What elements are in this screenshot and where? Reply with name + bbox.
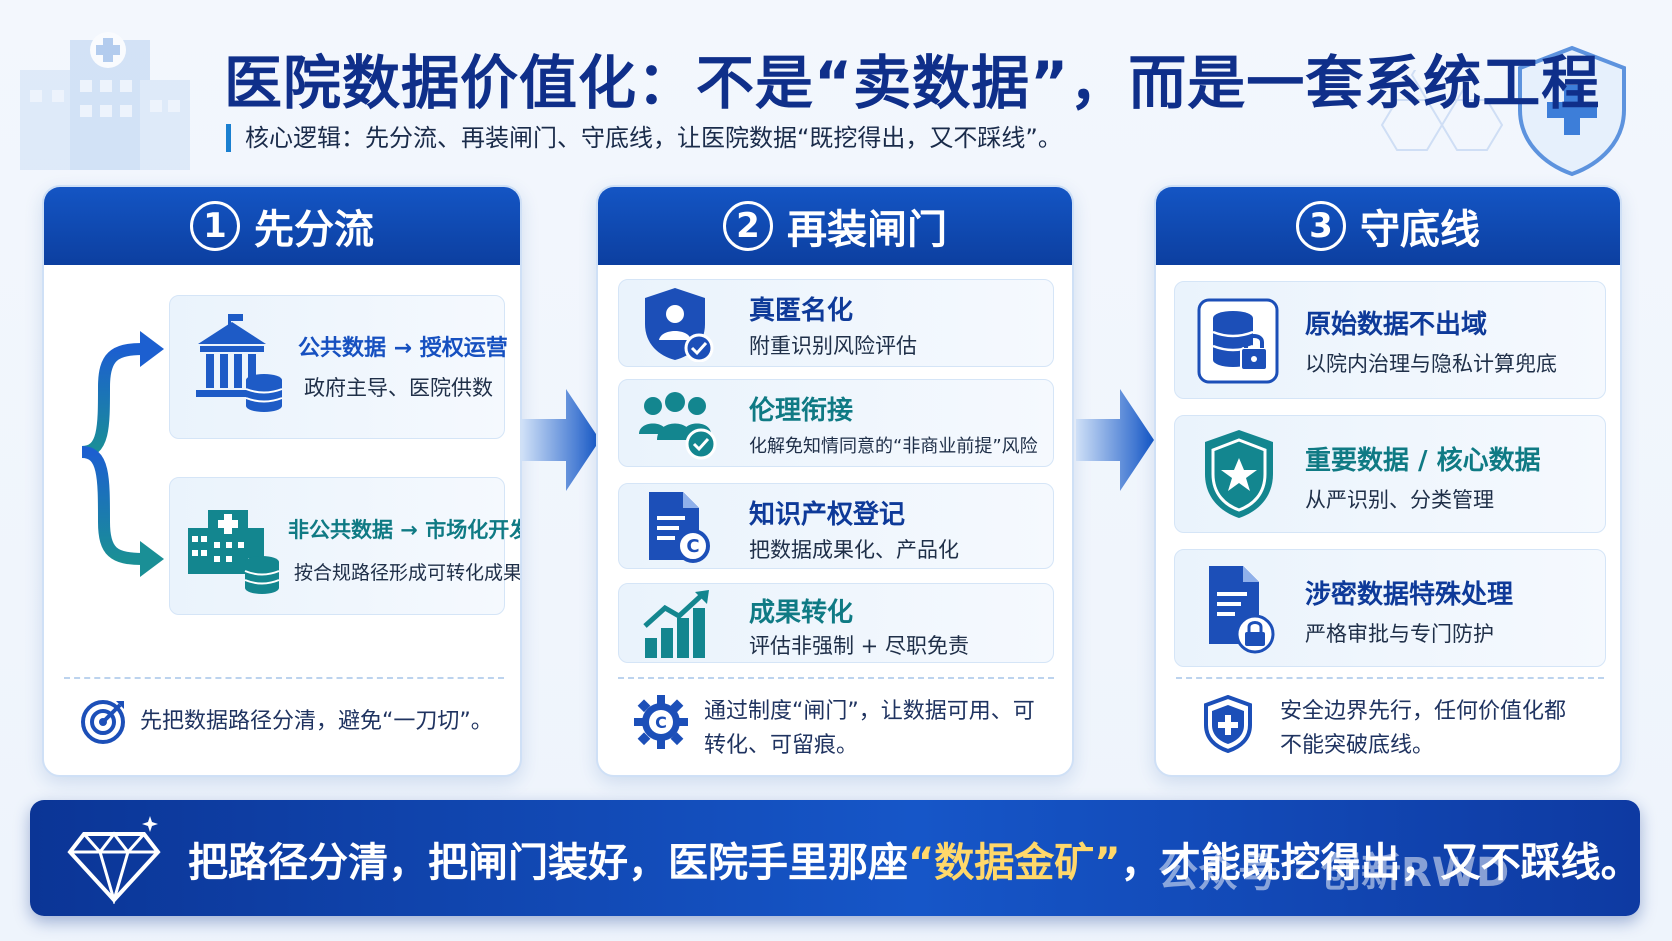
page-title: 医院数据价值化：不是“卖数据”，而是一套系统工程: [224, 49, 1601, 117]
panel-header: 2 再装闸门: [598, 187, 1072, 265]
panel-title: 守底线: [1360, 207, 1480, 253]
card-raw-data-domain: 原始数据不出域 以院内治理与隐私计算兜底: [1174, 281, 1606, 399]
branch-arrows-icon: [81, 331, 164, 577]
conclusion-part1: 把路径分清，把闸门装好，医院手里那座: [188, 840, 908, 886]
card-subtitle: 严格审批与专门防护: [1305, 622, 1494, 646]
card-subtitle: 把数据成果化、产品化: [749, 538, 959, 562]
card-subtitle: 政府主导、医院供数: [304, 376, 493, 400]
card-title: 重要数据 / 核心数据: [1305, 446, 1541, 476]
divider: [618, 677, 1054, 679]
card-ethics: 伦理衔接 化解免知情同意的“非商业前提”风险: [618, 379, 1054, 467]
flow-arrow-icon: [522, 389, 600, 491]
hospital-building-decoration: [20, 32, 190, 170]
medical-shield-icon: [1518, 45, 1626, 177]
card-subtitle: 评估非强制 + 尽职免责: [749, 634, 969, 658]
page-subtitle: 核心逻辑：先分流、再装闸门、守底线，让医院数据“既挖得出，又不踩线”。: [226, 124, 1062, 152]
watermark: 公众号 · 创新RWD: [1158, 850, 1510, 896]
star-shield-icon: [1205, 430, 1273, 518]
card-title: 成果转化: [749, 598, 854, 628]
card-title: 公共数据 → 授权运营: [298, 336, 508, 361]
growth-chart-icon: [643, 590, 709, 658]
database-lock-icon: [1197, 298, 1279, 384]
diamond-icon: [67, 816, 161, 904]
card-title: 原始数据不出域: [1305, 310, 1488, 340]
hexagon-network-decoration: [1380, 70, 1504, 151]
conclusion-highlight: “数据金矿”: [908, 840, 1121, 886]
step-number: 1: [190, 201, 240, 251]
card-commercialization: 成果转化 评估非强制 + 尽职免责: [618, 583, 1054, 663]
panel-title: 再装闸门: [787, 207, 947, 253]
svg-text:C: C: [686, 536, 699, 557]
government-building-database-icon: [196, 314, 283, 412]
group-check-icon: [639, 392, 717, 460]
card-title: 非公共数据 → 市场化开发: [288, 518, 522, 542]
panel-footer-text: 通过制度“闸门”，让数据可用、可转化、可留痕。: [704, 699, 1035, 758]
conclusion-text: 把路径分清，把闸门装好，医院手里那座“数据金矿”，才能既挖得出，又不踩线。: [188, 830, 1641, 888]
panel-title: 先分流: [254, 207, 374, 253]
divider: [64, 677, 504, 679]
card-title: 真匿名化: [749, 296, 854, 326]
card-subtitle: 以院内治理与隐私计算兜底: [1305, 352, 1557, 376]
card-anonymization: 真匿名化 附重识别风险评估: [618, 279, 1054, 367]
gear-copyright-icon: C: [634, 695, 688, 749]
svg-text:C: C: [655, 713, 667, 732]
document-lock-icon: [1209, 566, 1275, 654]
panel-diversion: 1 先分流 公共数据 → 授权运营 政府主导、医院供数: [42, 185, 522, 777]
card-title: 知识产权登记: [749, 500, 906, 530]
card-nonpublic-data: 非公共数据 → 市场化开发 按合规路径形成可转化成果: [169, 477, 520, 615]
panel-gates: 2 再装闸门 真匿名化 附重识别风险评估 伦理衔接 化解免知情同意的“非商业前提…: [596, 185, 1074, 777]
shield-plus-icon: [1204, 695, 1252, 753]
card-ip-registration: C 知识产权登记 把数据成果化、产品化: [618, 483, 1054, 569]
card-title: 涉密数据特殊处理: [1305, 580, 1514, 610]
card-subtitle: 附重识别风险评估: [749, 334, 917, 358]
conclusion-banner: 把路径分清，把闸门装好，医院手里那座“数据金矿”，才能既挖得出，又不踩线。: [30, 800, 1641, 916]
hospital-database-icon: [188, 510, 280, 594]
panel-bottom-line: 3 守底线 原始数据不出域 以院内治理与隐私计算兜底 重要数据 / 核心数据 从…: [1154, 185, 1622, 777]
panel-footer-text: 安全边界先行，任何价值化都不能突破底线。: [1280, 699, 1567, 758]
panel-header: 3 守底线: [1156, 187, 1620, 265]
card-public-data: 公共数据 → 授权运营 政府主导、医院供数: [169, 295, 508, 439]
card-subtitle: 化解免知情同意的“非商业前提”风险: [749, 436, 1038, 457]
panel-header: 1 先分流: [44, 187, 520, 265]
card-important-data: 重要数据 / 核心数据 从严识别、分类管理: [1174, 415, 1606, 533]
card-subtitle: 按合规路径形成可转化成果: [294, 562, 522, 584]
copyright-document-icon: C: [649, 492, 710, 563]
step-number: 3: [1296, 201, 1346, 251]
flow-arrow-icon: [1076, 389, 1154, 491]
card-subtitle: 从严识别、分类管理: [1305, 488, 1494, 512]
user-shield-icon: [645, 288, 714, 362]
conclusion-part2: ，才能既挖得出，又不踩线。: [1120, 840, 1641, 886]
panel-footer-text: 先把数据路径分清，避免“一刀切”。: [140, 709, 493, 734]
divider: [1176, 677, 1604, 679]
step-number: 2: [723, 201, 773, 251]
card-classified-data: 涉密数据特殊处理 严格审批与专门防护: [1174, 549, 1606, 667]
card-title: 伦理衔接: [749, 396, 854, 426]
target-icon: [81, 700, 125, 744]
